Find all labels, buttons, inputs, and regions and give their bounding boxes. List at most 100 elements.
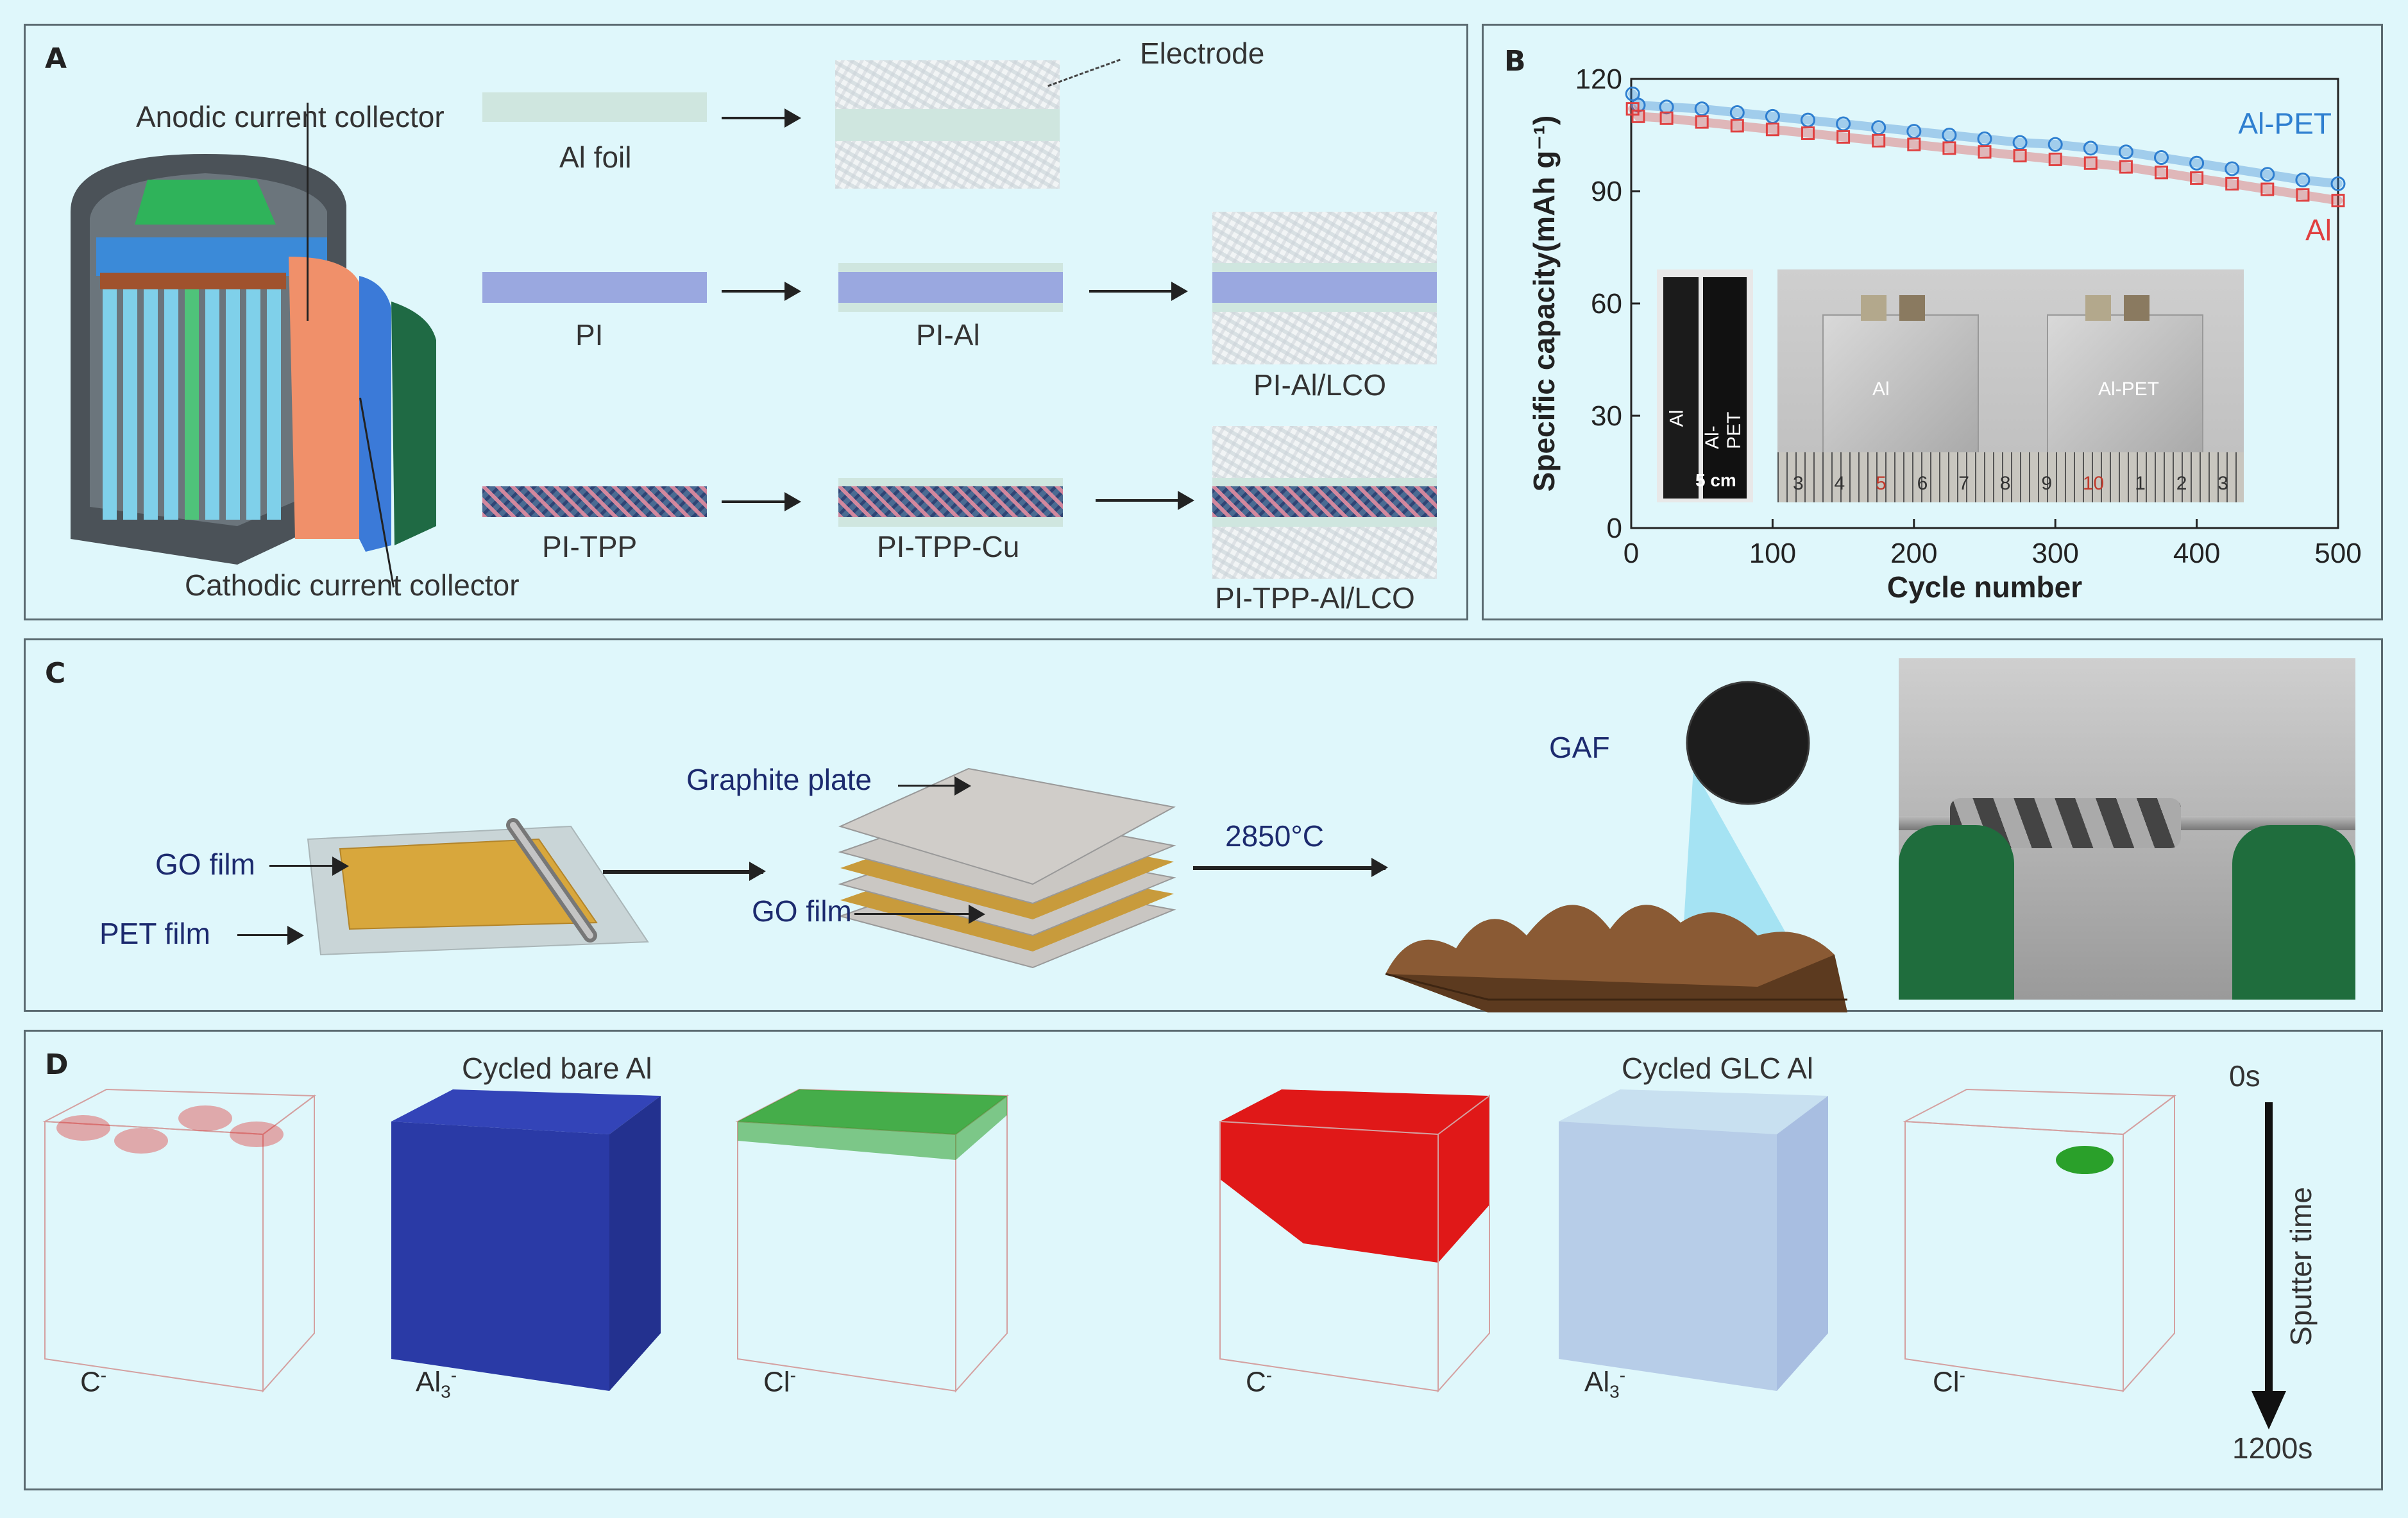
cube-top-5 <box>1559 1089 1828 1134</box>
arrow-row2a <box>722 282 801 301</box>
data-point-al <box>2331 194 2345 208</box>
cycled-bare-al-title: Cycled bare Al <box>462 1052 652 1085</box>
pouch-tab-1 <box>1861 295 1887 321</box>
graphite-plate-label: Graphite plate <box>686 763 872 796</box>
x-tick-label: 100 <box>1749 538 1796 569</box>
panel-d-label: D <box>45 1048 69 1081</box>
pet-film-label: PET film <box>99 917 210 950</box>
anodic-current-collector-label: Anodic current collector <box>136 100 445 133</box>
data-point-al-pet <box>1625 86 1640 101</box>
process-arrow-2 <box>1193 858 1388 877</box>
data-point-al <box>1631 109 1645 123</box>
go-film-pointer <box>269 857 349 876</box>
panel-b-label: B <box>1504 45 1526 78</box>
right-glove <box>2232 825 2355 1000</box>
data-point-al <box>2048 152 2062 166</box>
pi-al-core <box>838 272 1063 303</box>
pouch-label-al: Al <box>1872 379 1890 400</box>
pi-al-label: PI-Al <box>916 318 980 352</box>
ruler-number: 4 <box>1834 473 1845 494</box>
ruler-number: 6 <box>1917 473 1928 494</box>
cube-layer-4 <box>1220 1096 1489 1263</box>
data-point-al <box>2083 156 2098 170</box>
cube-side-6 <box>2123 1095 2175 1393</box>
cube-top-layer-3 <box>738 1089 1007 1134</box>
ruler-number: 5 <box>1876 473 1887 494</box>
al-strip <box>1663 277 1699 499</box>
data-point-al <box>1942 141 1956 155</box>
y-tick-label: 0 <box>1607 513 1622 544</box>
data-point-al-pet <box>2260 167 2275 182</box>
pi-al-lco-label: PI-Al/LCO <box>1253 368 1387 402</box>
cube-front-1 <box>44 1120 264 1392</box>
anodic-leader-line <box>307 103 309 321</box>
cube-label-4: C- <box>1246 1365 1273 1398</box>
cube-spot-6 <box>2056 1146 2114 1174</box>
arrow-row3a <box>722 492 801 511</box>
cathodic-current-collector-label: Cathodic current collector <box>185 568 520 602</box>
cube-label-3: Cl- <box>763 1365 796 1398</box>
temperature-label: 2850°C <box>1225 819 1324 853</box>
electrode-strips-photo: Al Al-PET 5 cm <box>1657 269 1753 502</box>
ruler-number: 2 <box>2176 473 2187 494</box>
data-point-al-pet <box>2048 137 2063 152</box>
data-point-al <box>1730 119 1744 133</box>
pi-tpp-label: PI-TPP <box>542 530 638 563</box>
data-point-al-pet <box>2330 176 2346 191</box>
data-point-al <box>1872 133 1886 148</box>
ruler-number: 10 <box>2082 473 2105 494</box>
cube-label-2: Al3- <box>416 1365 457 1402</box>
data-point-al <box>1659 111 1674 125</box>
y-tick-label: 60 <box>1591 288 1622 320</box>
data-point-al-pet <box>2295 173 2310 187</box>
pouch-cell-al-pet <box>2047 314 2203 458</box>
cycled-glc-al-title: Cycled GLC Al <box>1622 1052 1814 1085</box>
gaf-illustration <box>1385 681 1847 1012</box>
pi-tpp-cu-core <box>838 486 1063 517</box>
pi-tpp-cu-label: PI-TPP-Cu <box>877 530 1020 563</box>
panel-c-label: C <box>45 657 66 690</box>
cube-spot-1-1 <box>114 1128 168 1154</box>
pet-film-pointer <box>237 926 304 945</box>
data-point-al <box>1765 123 1779 137</box>
electrode-foil-core <box>835 109 1060 141</box>
arrow-row1 <box>722 108 801 128</box>
y-tick-label: 30 <box>1591 400 1622 432</box>
data-point-al-pet <box>2118 144 2133 160</box>
al-foil-strip <box>482 92 707 122</box>
left-glove <box>1899 825 2014 1000</box>
data-point-al <box>2225 176 2239 191</box>
pi-tpp-al-lco-label: PI-TPP-Al/LCO <box>1215 581 1415 615</box>
pi-strip <box>482 272 707 303</box>
cube-spot-1-0 <box>56 1115 110 1141</box>
y-tick-label: 90 <box>1591 176 1622 207</box>
pi-tpp-strip <box>482 486 707 517</box>
cube-top-2 <box>391 1089 661 1134</box>
pouch-tab-2 <box>1899 295 1925 321</box>
x-tick-label: 400 <box>2173 538 2220 569</box>
data-point-al <box>2260 182 2275 196</box>
cube-side-5 <box>1777 1096 1828 1391</box>
cube-side-4 <box>1437 1095 1490 1393</box>
cube-spot-1-2 <box>178 1105 232 1131</box>
cube-top-4 <box>1220 1089 1489 1134</box>
cube-label-6: Cl- <box>1933 1365 1965 1398</box>
arrow-row3b <box>1096 491 1194 510</box>
x-tick-label: 300 <box>2031 538 2078 569</box>
panel-c: C GO film PET film Graphite plate GO fil… <box>24 638 2383 1012</box>
pouch-label-al-pet: Al-PET <box>2098 379 2160 400</box>
panel-a: A Anodic current collector Cathodic curr… <box>24 24 1468 620</box>
cube-side-2 <box>609 1096 661 1391</box>
pi-label: PI <box>575 318 604 352</box>
ruler-number: 8 <box>1999 473 2011 494</box>
data-point-al <box>2013 149 2027 163</box>
go-film-stack-pointer <box>854 905 985 924</box>
cube-top-edge-3 <box>738 1096 1007 1160</box>
gaf-label: GAF <box>1549 731 1610 764</box>
cube-spot-1-3 <box>230 1121 284 1147</box>
pouch-cell-al <box>1822 314 1979 458</box>
series-band-al <box>1628 104 2343 205</box>
